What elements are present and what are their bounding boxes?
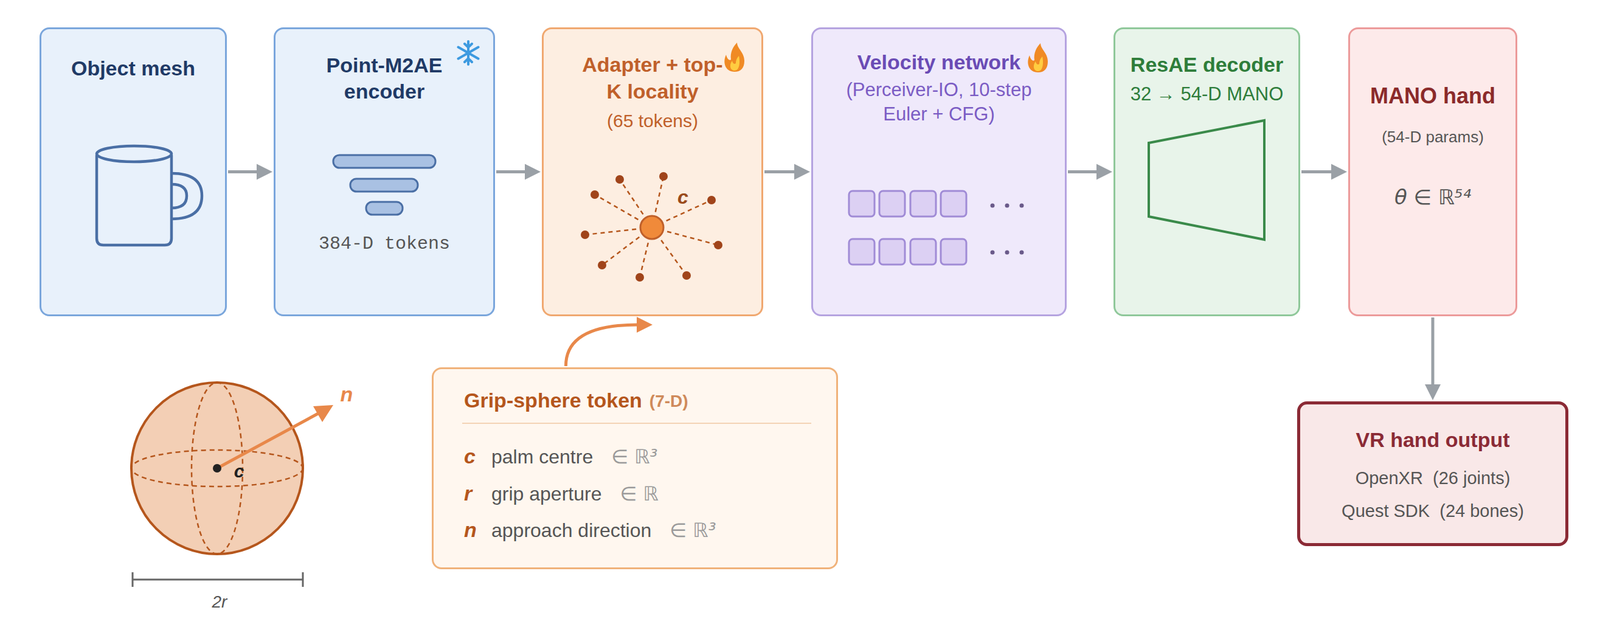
node-text: (7-D) bbox=[649, 391, 689, 412]
flow-arrow bbox=[496, 164, 541, 181]
grip-sphere bbox=[131, 382, 334, 555]
node-title: Grip-sphere token bbox=[464, 387, 643, 413]
point-label: c bbox=[677, 185, 689, 209]
dimension-line bbox=[132, 572, 303, 587]
locality-star bbox=[585, 176, 719, 278]
node-text: θ ∈ ℝ⁵⁴ bbox=[1358, 184, 1507, 210]
flow-arrow bbox=[1424, 317, 1441, 401]
vector-label: n bbox=[340, 381, 354, 407]
node-text: n bbox=[464, 517, 477, 543]
node-text: 384-D tokens bbox=[283, 232, 485, 255]
decoder-box: ResAE decoder 32 → 54-D MANO bbox=[1113, 27, 1301, 317]
locality-points bbox=[580, 172, 723, 282]
node-text: palm centre bbox=[491, 445, 593, 469]
node-text: Quest SDK (24 bones) bbox=[1308, 500, 1557, 522]
encoder-bars bbox=[333, 155, 436, 215]
node-text: c bbox=[464, 443, 476, 469]
flow-arrow bbox=[1067, 164, 1113, 181]
node-title: Point-M2AE encoder bbox=[311, 52, 457, 105]
encoder-box: Point-M2AE encoder 384-D tokens bbox=[273, 27, 496, 317]
node-title: Object mesh bbox=[49, 55, 217, 81]
node-text: ∈ ℝ bbox=[619, 482, 659, 506]
flow-arrow bbox=[764, 164, 811, 181]
node-text: (54-D params) bbox=[1358, 127, 1507, 147]
token-grid bbox=[848, 190, 967, 265]
dimension-label: 2r bbox=[212, 591, 228, 613]
node-title: Adapter + top-K locality bbox=[580, 51, 725, 105]
vr-output-box: VR hand outputOpenXR (26 joints) Quest SD… bbox=[1297, 401, 1569, 547]
node-text: ∈ ℝ³ bbox=[669, 518, 716, 542]
node-text: (65 tokens) bbox=[552, 110, 753, 132]
node-text: r bbox=[464, 481, 472, 506]
ellipsis-dots bbox=[990, 203, 1025, 255]
curved-arrow bbox=[565, 316, 653, 367]
output-box: MANO hand (54-D params) θ ∈ ℝ⁵⁴ bbox=[1348, 27, 1518, 317]
point-label: c bbox=[234, 460, 245, 483]
node-text: 32 → 54-D MANO bbox=[1123, 82, 1290, 106]
node-text: OpenXR (26 joints) bbox=[1308, 467, 1557, 489]
mug-icon bbox=[96, 145, 202, 246]
node-text: (Perceiver-IO, 10-step Euler + CFG) bbox=[831, 77, 1047, 128]
flame-icon bbox=[724, 42, 745, 72]
network-box: Velocity network(Perceiver-IO, 10-step E… bbox=[811, 27, 1067, 317]
flame-icon bbox=[1027, 43, 1048, 73]
flow-arrow bbox=[228, 164, 273, 181]
node-text: ∈ ℝ³ bbox=[611, 445, 658, 469]
node-title: VR hand output bbox=[1308, 427, 1557, 453]
flow-arrow bbox=[1301, 164, 1348, 181]
decoder-trapezoid bbox=[1148, 120, 1265, 240]
divider-rule bbox=[462, 422, 812, 424]
node-title: Velocity network bbox=[846, 49, 1032, 75]
snowflake-icon bbox=[458, 41, 479, 65]
node-text: grip aperture bbox=[491, 482, 602, 506]
node-title: ResAE decoder bbox=[1123, 52, 1290, 78]
node-title: MANO hand bbox=[1358, 82, 1507, 109]
node-text: approach direction bbox=[491, 518, 652, 542]
token-box: Grip-sphere token (7-D) c palm centre ∈ ℝ³ rg… bbox=[431, 367, 839, 570]
